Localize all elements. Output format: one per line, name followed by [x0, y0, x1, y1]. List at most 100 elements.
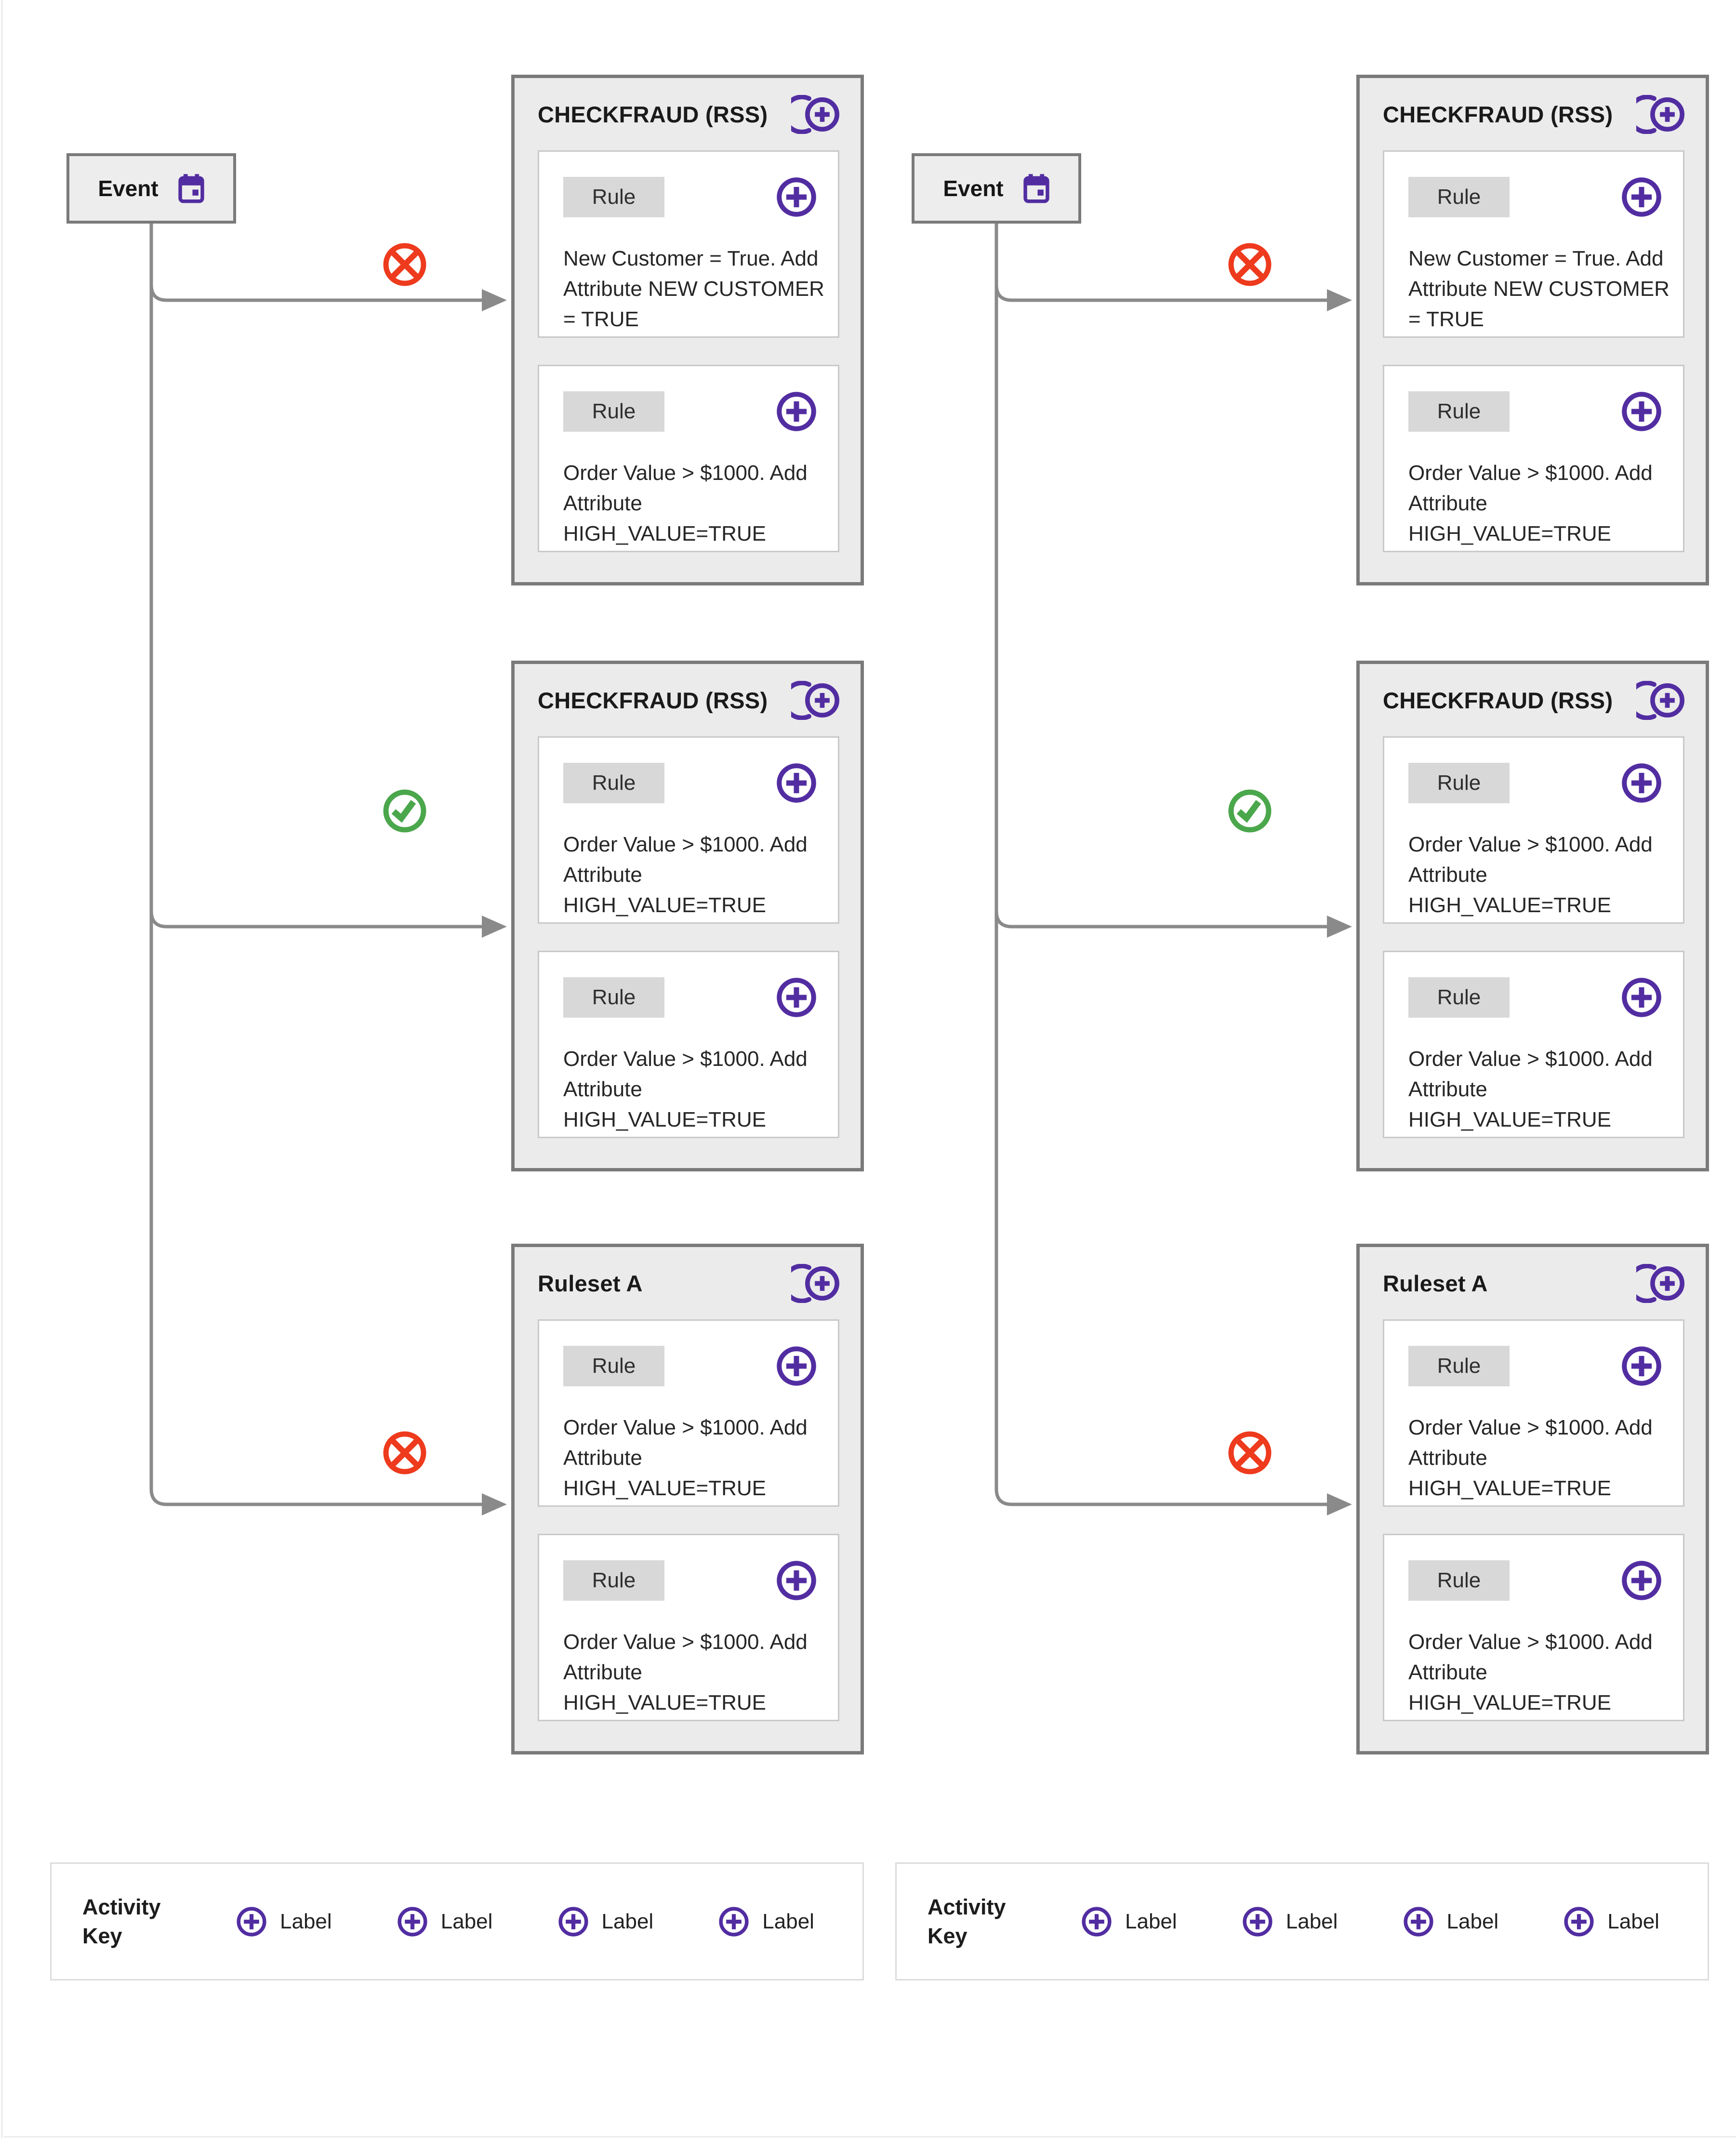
- circle-plus-icon: [237, 1906, 266, 1937]
- rule-card[interactable]: Rule Order Value > $1000. Add Attribute …: [1383, 736, 1684, 924]
- rule-text: New Customer = True. Add Attribute NEW C…: [1408, 247, 1670, 331]
- circle-plus-repeat-icon[interactable]: [1636, 680, 1684, 720]
- circle-plus-icon[interactable]: [1620, 1559, 1663, 1602]
- circle-plus-icon: [558, 1906, 588, 1937]
- legend-item: Label: [1242, 1906, 1338, 1938]
- rule-card[interactable]: Rule Order Value > $1000. Add Attribute …: [1383, 1534, 1684, 1721]
- circle-plus-icon: [719, 1906, 749, 1937]
- ruleset-title: CHECKFRAUD (RSS): [538, 687, 768, 713]
- circle-plus-icon: [398, 1906, 427, 1937]
- activity-key-panel: Activity Key Label Label: [895, 1862, 1709, 1980]
- rule-card[interactable]: Rule Order Value > $1000. Add Attribute …: [1383, 1319, 1684, 1507]
- ruleset-node[interactable]: CHECKFRAUD (RSS) Rule Order Value > $100…: [1356, 661, 1709, 1171]
- ruleset-node[interactable]: Ruleset A Rule Order Value > $1000. Add …: [511, 1244, 864, 1754]
- rule-text: Order Value > $1000. Add Attribute HIGH_…: [1408, 1047, 1653, 1131]
- circle-plus-repeat-icon[interactable]: [1636, 1263, 1684, 1303]
- ruleset-title: CHECKFRAUD (RSS): [1383, 687, 1613, 713]
- rule-card[interactable]: Rule Order Value > $1000. Add Attribute …: [538, 951, 839, 1138]
- rule-chip: Rule: [563, 977, 664, 1018]
- circle-plus-icon[interactable]: [775, 390, 818, 433]
- rule-text: Order Value > $1000. Add Attribute HIGH_…: [1408, 1630, 1653, 1714]
- activity-key-panel: Activity Key Label Label: [50, 1862, 864, 1980]
- rule-card[interactable]: Rule Order Value > $1000. Add Attribute …: [538, 365, 839, 552]
- ruleset-title: Ruleset A: [1383, 1270, 1488, 1296]
- circle-plus-icon[interactable]: [775, 762, 818, 804]
- circle-plus-icon: [1243, 1906, 1272, 1937]
- status-passed-icon: [382, 788, 428, 834]
- rule-text: Order Value > $1000. Add Attribute HIGH_…: [1408, 1416, 1653, 1500]
- rule-text: Order Value > $1000. Add Attribute HIGH_…: [563, 1047, 808, 1131]
- rule-text: Order Value > $1000. Add Attribute HIGH_…: [563, 461, 808, 545]
- activity-key-title: Activity Key: [928, 1894, 1006, 1948]
- rule-chip: Rule: [1408, 177, 1510, 217]
- circle-plus-icon[interactable]: [775, 176, 818, 218]
- status-failed-icon: [382, 1430, 428, 1476]
- ruleset-node[interactable]: CHECKFRAUD (RSS) Rule Order Value > $100…: [511, 661, 864, 1171]
- legend-item-label: Label: [762, 1909, 814, 1933]
- rule-chip: Rule: [563, 1346, 664, 1386]
- circle-plus-icon[interactable]: [775, 1345, 818, 1387]
- legend-item: Label: [557, 1906, 654, 1938]
- rule-card[interactable]: Rule Order Value > $1000. Add Attribute …: [538, 1319, 839, 1507]
- ruleset-header: CHECKFRAUD (RSS): [1383, 664, 1684, 736]
- legend-item-label: Label: [601, 1909, 654, 1933]
- rule-card[interactable]: Rule New Customer = True. Add Attribute …: [538, 150, 839, 338]
- circle-plus-icon[interactable]: [775, 1559, 818, 1602]
- ruleset-node[interactable]: CHECKFRAUD (RSS) Rule New Customer = Tru…: [511, 75, 864, 585]
- activity-key-title: Activity Key: [82, 1894, 161, 1948]
- circle-plus-repeat-icon[interactable]: [791, 680, 839, 720]
- legend-item: Label: [1081, 1906, 1177, 1938]
- rule-chip: Rule: [1408, 1346, 1510, 1386]
- rule-card[interactable]: Rule Order Value > $1000. Add Attribute …: [538, 736, 839, 924]
- ruleset-header: Ruleset A: [538, 1247, 839, 1319]
- event-label: Event: [943, 176, 1004, 201]
- ruleset-header: CHECKFRAUD (RSS): [538, 664, 839, 736]
- rule-card[interactable]: Rule Order Value > $1000. Add Attribute …: [538, 1534, 839, 1721]
- status-passed-icon: [1227, 788, 1273, 834]
- status-failed-icon: [1227, 241, 1273, 288]
- legend-item: Label: [718, 1906, 814, 1938]
- legend-item-label: Label: [440, 1909, 493, 1933]
- legend-item-label: Label: [1125, 1909, 1177, 1933]
- rule-chip: Rule: [563, 177, 664, 217]
- circle-plus-icon[interactable]: [1620, 176, 1663, 218]
- ruleset-title: CHECKFRAUD (RSS): [538, 101, 768, 127]
- rule-text: Order Value > $1000. Add Attribute HIGH_…: [563, 1630, 808, 1714]
- rule-text: Order Value > $1000. Add Attribute HIGH_…: [563, 833, 808, 917]
- circle-plus-repeat-icon[interactable]: [791, 1263, 839, 1303]
- circle-plus-icon[interactable]: [775, 976, 818, 1019]
- rule-card[interactable]: Rule New Customer = True. Add Attribute …: [1383, 150, 1684, 338]
- circle-plus-icon: [1082, 1906, 1112, 1937]
- ruleset-header: Ruleset A: [1383, 1247, 1684, 1319]
- rule-chip: Rule: [563, 391, 664, 432]
- legend-item: Label: [397, 1906, 493, 1938]
- calendar-icon: [178, 174, 204, 203]
- circle-plus-repeat-icon[interactable]: [1636, 94, 1684, 134]
- activity-key-items: Label Label Label: [1081, 1864, 1659, 1979]
- event-node[interactable]: Event: [66, 153, 236, 224]
- legend-item-label: Label: [1446, 1909, 1499, 1933]
- ruleset-node[interactable]: Ruleset A Rule Order Value > $1000. Add …: [1356, 1244, 1709, 1754]
- ruleset-header: CHECKFRAUD (RSS): [538, 78, 839, 150]
- rule-card[interactable]: Rule Order Value > $1000. Add Attribute …: [1383, 951, 1684, 1138]
- connector-lines: [994, 224, 1352, 1515]
- circle-plus-icon: [1564, 1906, 1594, 1937]
- legend-item: Label: [236, 1906, 332, 1938]
- ruleset-node[interactable]: CHECKFRAUD (RSS) Rule New Customer = Tru…: [1356, 75, 1709, 585]
- page-bottom-edge-line: [4, 2136, 1736, 2138]
- circle-plus-icon[interactable]: [1620, 1345, 1663, 1387]
- ruleset-title: CHECKFRAUD (RSS): [1383, 101, 1613, 127]
- circle-plus-icon[interactable]: [1620, 976, 1663, 1019]
- rule-chip: Rule: [1408, 763, 1510, 803]
- rule-card[interactable]: Rule Order Value > $1000. Add Attribute …: [1383, 365, 1684, 552]
- circle-plus-icon[interactable]: [1620, 762, 1663, 804]
- circle-plus-icon[interactable]: [1620, 390, 1663, 433]
- event-node[interactable]: Event: [912, 153, 1081, 224]
- ruleset-title: Ruleset A: [538, 1270, 643, 1296]
- flow-panel: Event: [845, 0, 1714, 2139]
- rule-chip: Rule: [563, 763, 664, 803]
- circle-plus-repeat-icon[interactable]: [791, 94, 839, 134]
- calendar-icon: [1023, 174, 1049, 203]
- status-failed-icon: [1227, 1430, 1273, 1476]
